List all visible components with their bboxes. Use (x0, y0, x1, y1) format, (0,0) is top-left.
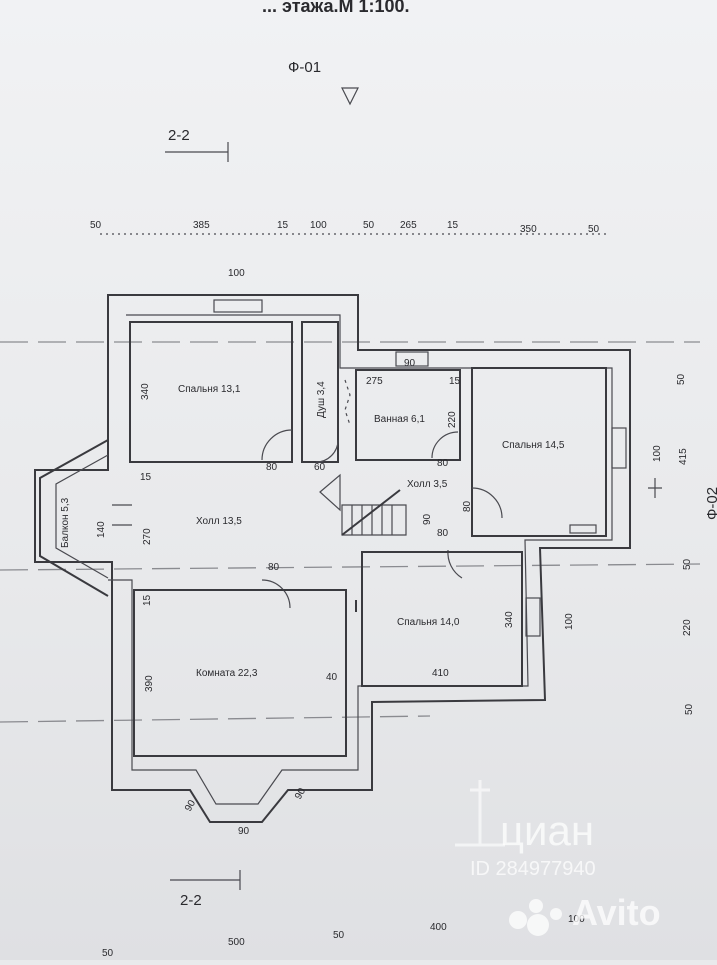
dim-bath-wall: 15 (449, 376, 461, 387)
dim-wall-15: 15 (140, 472, 152, 483)
axis-line (0, 563, 701, 571)
room-label-bedroom-2: Спальня 14,5 (502, 440, 565, 451)
window (395, 351, 429, 367)
radiator (569, 524, 597, 534)
window (611, 427, 627, 469)
bottom-dim: 100 (568, 914, 585, 925)
vent (344, 379, 351, 426)
door-swing (261, 579, 291, 609)
room-label-hall-small: Холл 3,5 (407, 479, 448, 490)
door-swing (261, 429, 293, 461)
bottom-dim: 50 (102, 948, 114, 959)
dim-bath-opening: 90 (404, 358, 416, 369)
dim-bay-left: 90 (183, 798, 198, 814)
dim-room-40: 40 (326, 672, 338, 683)
cian-logo-icon (455, 780, 505, 847)
top-dim: 265 (400, 220, 417, 231)
right-dimension-chain: 50 415 50 220 50 100 Ф-02 (648, 373, 717, 715)
door-swing (431, 431, 459, 459)
section-line-bottom (170, 870, 241, 890)
door-swing (471, 487, 503, 519)
right-dim-100: 100 (652, 445, 663, 462)
bottom-dim: 50 (333, 930, 345, 941)
dim-door: 80 (268, 562, 280, 573)
plan-title: ... этажа.М 1:100. (262, 0, 410, 16)
top-dimension-chain: 50 385 15 100 50 265 15 350 50 (90, 220, 610, 235)
avito-watermark: Avito (509, 892, 661, 936)
dim-room-height: 390 (144, 675, 155, 692)
right-dim: 50 (676, 373, 687, 385)
top-dim: 50 (90, 220, 102, 231)
avito-logo-text: Avito (572, 892, 661, 933)
right-dim: 220 (682, 619, 693, 636)
dim-bay-right: 90 (293, 786, 308, 802)
section-mark-top: 2-2 (168, 127, 190, 144)
bottom-dim: 400 (430, 922, 447, 933)
room-bedroom-2 (471, 367, 607, 537)
room-label-balcony: Балкон 5,3 (60, 497, 71, 548)
dim-door: 80 (437, 528, 449, 539)
axis-triangle (341, 87, 359, 106)
room-bathroom (355, 369, 461, 461)
avito-dots-icon (509, 911, 527, 929)
dim-bath-width: 275 (366, 376, 383, 387)
right-dim: 50 (684, 703, 695, 715)
dim-window-100: 100 (564, 613, 575, 630)
dim-door: 80 (266, 462, 278, 473)
door-swing (447, 549, 463, 579)
top-dim: 50 (363, 220, 375, 231)
dim-door: 60 (314, 462, 326, 473)
room-label-shower: Душ 3,4 (316, 381, 327, 418)
room-big (133, 589, 347, 757)
dim-bed1-height: 340 (140, 383, 151, 400)
room-label-bathroom: Ванная 6,1 (374, 414, 425, 425)
door-swing (315, 439, 339, 463)
room-bedroom-3 (361, 551, 523, 687)
dim-bed3-height: 340 (504, 611, 515, 628)
bottom-dim: 500 (228, 937, 245, 948)
top-dim: 15 (447, 220, 459, 231)
cian-watermark: циан ID 284977940 (455, 780, 596, 880)
cian-logo-text: циан (500, 807, 594, 854)
room-label-hall-main: Холл 13,5 (196, 516, 242, 527)
door-opening (112, 504, 132, 526)
top-dim: 15 (277, 220, 289, 231)
right-dim: 415 (678, 448, 689, 465)
dim-hall-width: 270 (142, 528, 153, 545)
stair-diagonal (341, 489, 401, 536)
section-line-top (165, 142, 229, 162)
dim-bay: 90 (238, 826, 250, 837)
dim-door-80: 80 (462, 500, 473, 512)
top-dim: 100 (310, 220, 327, 231)
section-mark-bottom: 2-2 (180, 892, 202, 909)
top-dim: 50 (588, 224, 600, 235)
dim-top-opening: 100 (228, 268, 245, 279)
room-bedroom-1 (129, 321, 293, 463)
dim-door: 80 (437, 458, 449, 469)
top-dim: 350 (520, 224, 537, 235)
room-label-big: Комната 22,3 (196, 668, 258, 679)
bottom-dimension-chain: 50 500 50 400 100 (102, 914, 585, 959)
cian-id: ID 284977940 (470, 858, 596, 880)
outer-walls (34, 294, 631, 823)
dim-balcony-width: 140 (96, 521, 107, 538)
dim-bath-height: 220 (447, 411, 458, 428)
window (525, 597, 541, 637)
axis-mark-top: Ф-01 (288, 59, 321, 76)
dim-door-90: 90 (422, 513, 433, 525)
axis-line (0, 715, 431, 723)
axis-mark-right: Ф-02 (704, 487, 717, 520)
room-label-bedroom-1: Спальня 13,1 (178, 384, 241, 395)
window (213, 299, 263, 313)
stair-landing (319, 473, 341, 512)
dim-wall-15-b: 15 (142, 594, 153, 606)
top-dim: 385 (193, 220, 210, 231)
room-label-bedroom-3: Спальня 14,0 (397, 617, 460, 628)
dim-bed3-width: 410 (432, 668, 449, 679)
